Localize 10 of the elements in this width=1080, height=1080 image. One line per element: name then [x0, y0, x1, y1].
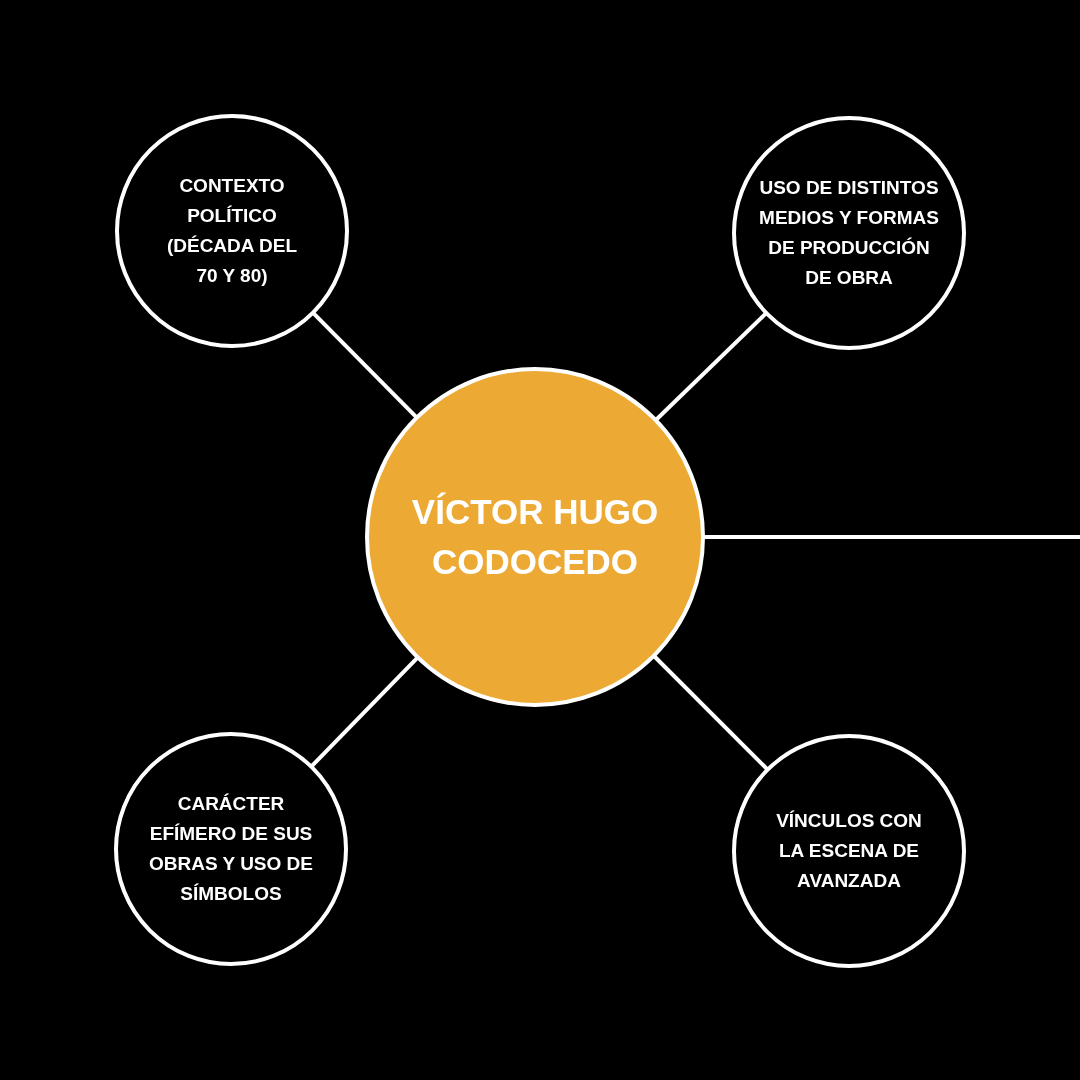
circle-label: USO DE DISTINTOS MEDIOS Y FORMAS DE PRODUCCIÓN DE OBRA: [758, 176, 940, 290]
circle-label: VÍCTOR HUGO CODOCEDO: [410, 491, 660, 583]
circle-label: VÍNCULOS CON LA ESCENA DE AVANZADA: [775, 809, 923, 893]
circle-label: CONTEXTO POLÍTICO (DÉCADA DEL 70 Y 80): [165, 174, 299, 288]
circle-label: CARÁCTER EFÍMERO DE SUS OBRAS Y USO DE SÍMBOLOS: [148, 792, 314, 906]
connector-line: [310, 656, 419, 768]
connector-line: [655, 312, 768, 421]
connector-line: [653, 655, 769, 771]
connector-line: [704, 535, 1080, 539]
connector-line: [312, 312, 418, 419]
